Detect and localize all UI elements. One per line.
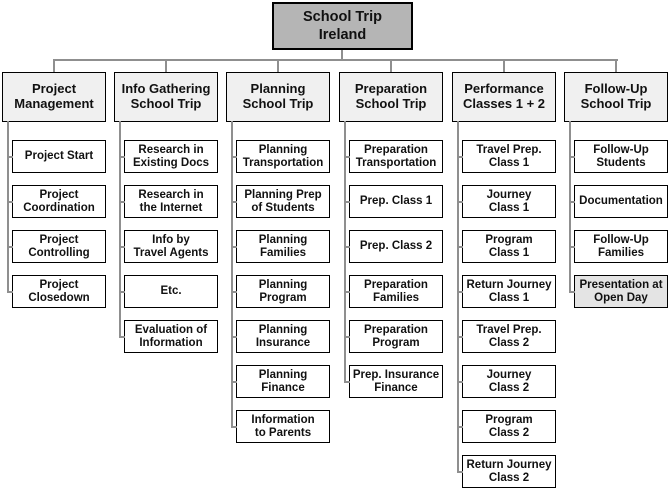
wbs-node-research-existing-docs: Research in Existing Docs bbox=[118, 140, 218, 173]
column-header-planning: Planning School Trip bbox=[226, 72, 330, 122]
connector-spine-col3 bbox=[231, 121, 233, 427]
wbs-node-journey-class-1: Journey Class 1 bbox=[456, 185, 556, 218]
root-node: School Trip Ireland bbox=[272, 2, 413, 50]
connector-spine-col1 bbox=[7, 121, 9, 292]
column-header-info-gathering: Info Gathering School Trip bbox=[114, 72, 218, 122]
wbs-node-program-class-2: Program Class 2 bbox=[456, 410, 556, 443]
connector-root-stub bbox=[341, 50, 343, 60]
wbs-node-documentation: Documentation bbox=[568, 185, 668, 218]
connector-spine-col6 bbox=[569, 121, 571, 292]
wbs-node-info-travel-agents: Info by Travel Agents bbox=[118, 230, 218, 263]
connector-stub-col3 bbox=[277, 59, 279, 73]
connector-stub-col2 bbox=[165, 59, 167, 73]
wbs-node-follow-up-families: Follow-Up Families bbox=[568, 230, 668, 263]
column-project-management-nodes: Project Start Project Coordination Proje… bbox=[6, 140, 106, 320]
wbs-node-evaluation-information: Evaluation of Information bbox=[118, 320, 218, 353]
wbs-node-prep-insurance-finance: Prep. Insurance Finance bbox=[343, 365, 443, 398]
wbs-node-project-controlling: Project Controlling bbox=[6, 230, 106, 263]
column-info-gathering-nodes: Research in Existing Docs Research in th… bbox=[118, 140, 218, 365]
wbs-node-project-closedown: Project Closedown bbox=[6, 275, 106, 308]
column-header-follow-up: Follow-Up School Trip bbox=[564, 72, 668, 122]
connector-rail bbox=[53, 59, 618, 61]
wbs-node-preparation-program: Preparation Program bbox=[343, 320, 443, 353]
connector-spine-col2 bbox=[119, 121, 121, 337]
connector-spine-col5 bbox=[457, 121, 459, 472]
column-planning-nodes: Planning Transportation Planning Prep of… bbox=[230, 140, 330, 455]
column-follow-up-nodes: Follow-Up Students Documentation Follow-… bbox=[568, 140, 668, 320]
wbs-node-preparation-families: Preparation Families bbox=[343, 275, 443, 308]
wbs-node-travel-prep-class-2: Travel Prep. Class 2 bbox=[456, 320, 556, 353]
connector-stub-col6 bbox=[615, 59, 617, 73]
wbs-node-prep-class-2: Prep. Class 2 bbox=[343, 230, 443, 263]
wbs-node-planning-insurance: Planning Insurance bbox=[230, 320, 330, 353]
connector-stub-col1 bbox=[53, 59, 55, 73]
wbs-node-presentation-open-day: Presentation at Open Day bbox=[568, 275, 668, 308]
column-preparation-nodes: Preparation Transportation Prep. Class 1… bbox=[343, 140, 443, 410]
wbs-node-project-start: Project Start bbox=[6, 140, 106, 173]
wbs-node-travel-prep-class-1: Travel Prep. Class 1 bbox=[456, 140, 556, 173]
wbs-node-return-journey-class-1: Return Journey Class 1 bbox=[456, 275, 556, 308]
wbs-node-program-class-1: Program Class 1 bbox=[456, 230, 556, 263]
wbs-node-journey-class-2: Journey Class 2 bbox=[456, 365, 556, 398]
wbs-node-planning-transportation: Planning Transportation bbox=[230, 140, 330, 173]
wbs-node-planning-program: Planning Program bbox=[230, 275, 330, 308]
column-header-performance: Performance Classes 1 + 2 bbox=[452, 72, 556, 122]
wbs-node-planning-families: Planning Families bbox=[230, 230, 330, 263]
column-header-preparation: Preparation School Trip bbox=[339, 72, 443, 122]
wbs-node-etc: Etc. bbox=[118, 275, 218, 308]
wbs-node-prep-class-1: Prep. Class 1 bbox=[343, 185, 443, 218]
wbs-node-information-to-parents: Information to Parents bbox=[230, 410, 330, 443]
column-header-project-management: Project Management bbox=[2, 72, 106, 122]
wbs-node-preparation-transportation: Preparation Transportation bbox=[343, 140, 443, 173]
wbs-node-project-coordination: Project Coordination bbox=[6, 185, 106, 218]
connector-stub-col4 bbox=[390, 59, 392, 73]
wbs-node-planning-prep-students: Planning Prep of Students bbox=[230, 185, 330, 218]
wbs-node-research-internet: Research in the Internet bbox=[118, 185, 218, 218]
wbs-node-return-journey-class-2: Return Journey Class 2 bbox=[456, 455, 556, 488]
wbs-node-planning-finance: Planning Finance bbox=[230, 365, 330, 398]
wbs-node-follow-up-students: Follow-Up Students bbox=[568, 140, 668, 173]
connector-stub-col5 bbox=[503, 59, 505, 73]
column-performance-nodes: Travel Prep. Class 1 Journey Class 1 Pro… bbox=[456, 140, 556, 493]
connector-spine-col4 bbox=[344, 121, 346, 382]
